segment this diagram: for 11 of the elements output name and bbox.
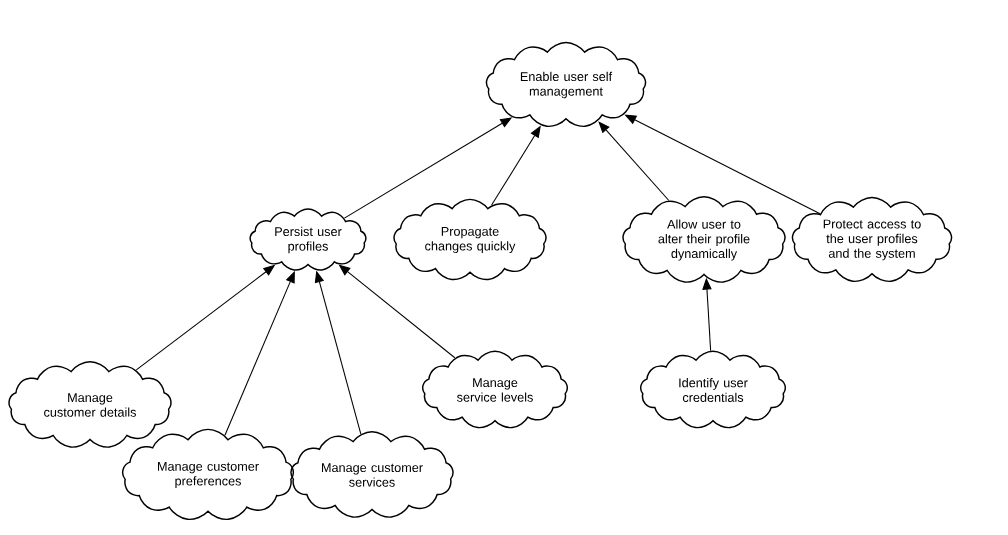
goal-cloud: Manage service levels xyxy=(422,350,568,429)
arrow xyxy=(598,121,670,202)
goal-cloud: Identify user credentials xyxy=(640,350,786,429)
goal-cloud: Protect access to the user profiles and the system xyxy=(791,196,953,283)
goal-cloud: Persist user profiles xyxy=(249,208,367,271)
goal-cloud: Manage customer details xyxy=(8,360,172,448)
goal-cloud: Manage customer preferences xyxy=(122,428,294,521)
goal-cloud: Propagate changes quickly xyxy=(393,198,547,281)
goal-cloud: Manage customer services xyxy=(290,430,454,518)
goal-cloud: Enable user self management xyxy=(485,41,647,128)
goal-cloud: Allow user to alter their profile dynamically xyxy=(622,195,786,283)
